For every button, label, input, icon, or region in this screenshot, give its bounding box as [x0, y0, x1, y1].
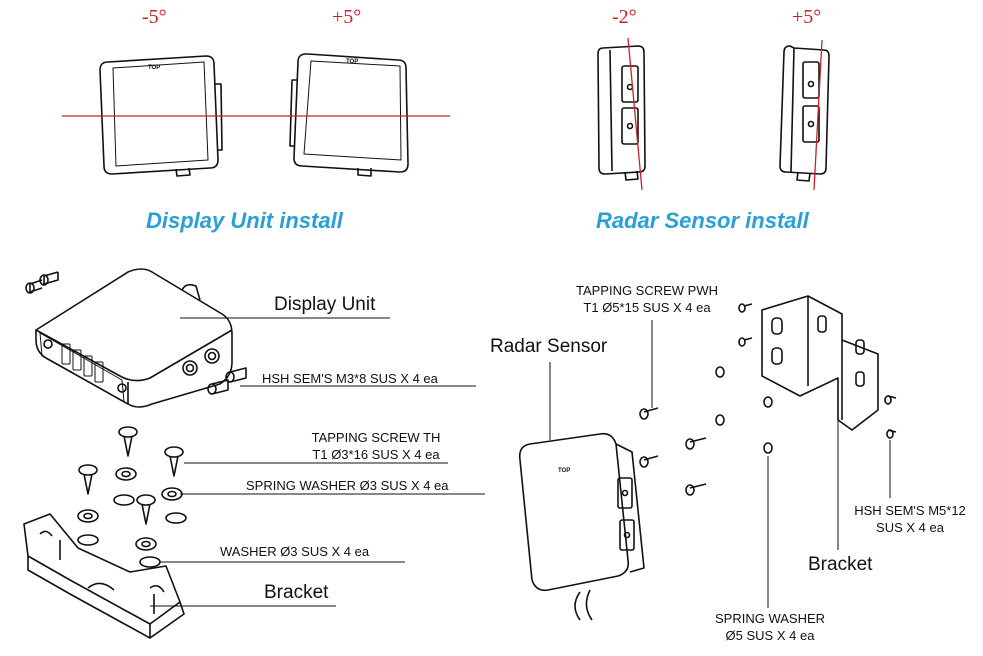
display-unit-exploded — [25, 268, 247, 408]
display-unit-tilt-right: TOP — [289, 53, 409, 177]
heading-radar-install: Radar Sensor install — [596, 208, 809, 233]
label-hsh-m5-line1: HSH SEM'S M5*12 — [854, 503, 966, 518]
label-bracket-right: Bracket — [808, 554, 873, 575]
top-mark: TOP — [148, 65, 160, 71]
label-washer-3: WASHER Ø3 SUS X 4 ea — [220, 544, 370, 559]
label-tapping-pwh-line1: TAPPING SCREW PWH — [575, 283, 719, 298]
angle-radar-right: +5° — [792, 6, 822, 28]
label-bracket-left: Bracket — [264, 582, 329, 603]
label-tapping-pwh-line2: T1 Ø5*15 SUS X 4 ea — [583, 300, 711, 315]
bracket-right-drawing — [761, 295, 879, 431]
angle-radar-left: -2° — [612, 6, 637, 28]
label-spring-washer-5-line1: SPRING WASHER — [714, 611, 826, 626]
label-radar-sensor: Radar Sensor — [490, 336, 608, 357]
top-mark: TOP — [346, 59, 358, 65]
vertical-line-radar-right — [813, 39, 823, 191]
label-spring-washer-5: SPRING WASHER Ø5 SUS X 4 ea — [692, 610, 848, 644]
label-tapping-th-line1: TAPPING SCREW TH — [311, 430, 441, 445]
radar-side-tilt-right — [779, 45, 830, 182]
label-tapping-th: TAPPING SCREW TH T1 Ø3*16 SUS X 4 ea — [296, 429, 456, 463]
angle-display-right: +5° — [332, 6, 362, 28]
angle-display-left: -5° — [142, 6, 167, 28]
label-spring-washer-3: SPRING WASHER Ø3 SUS X 4 ea — [246, 478, 449, 493]
label-hsh-m3: HSH SEM'S M3*8 SUS X 4 ea — [262, 371, 438, 386]
label-display-unit: Display Unit — [274, 294, 376, 315]
label-tapping-pwh: TAPPING SCREW PWH T1 Ø5*15 SUS X 4 ea — [554, 282, 740, 316]
label-hsh-m5: HSH SEM'S M5*12 SUS X 4 ea — [842, 502, 978, 536]
bracket-left-drawing — [23, 513, 185, 639]
display-unit-tilt-left: TOP — [99, 55, 223, 177]
radar-sensor-exploded: TOP — [518, 303, 897, 621]
heading-display-install: Display Unit install — [146, 208, 343, 233]
label-spring-washer-5-line2: Ø5 SUS X 4 ea — [725, 628, 815, 643]
label-tapping-th-line2: T1 Ø3*16 SUS X 4 ea — [312, 447, 440, 462]
top-mark: TOP — [558, 468, 570, 474]
radar-side-tilt-left — [597, 45, 646, 181]
display-hardware — [77, 426, 187, 568]
label-hsh-m5-line2: SUS X 4 ea — [876, 520, 944, 535]
vertical-line-radar-left — [627, 37, 643, 191]
